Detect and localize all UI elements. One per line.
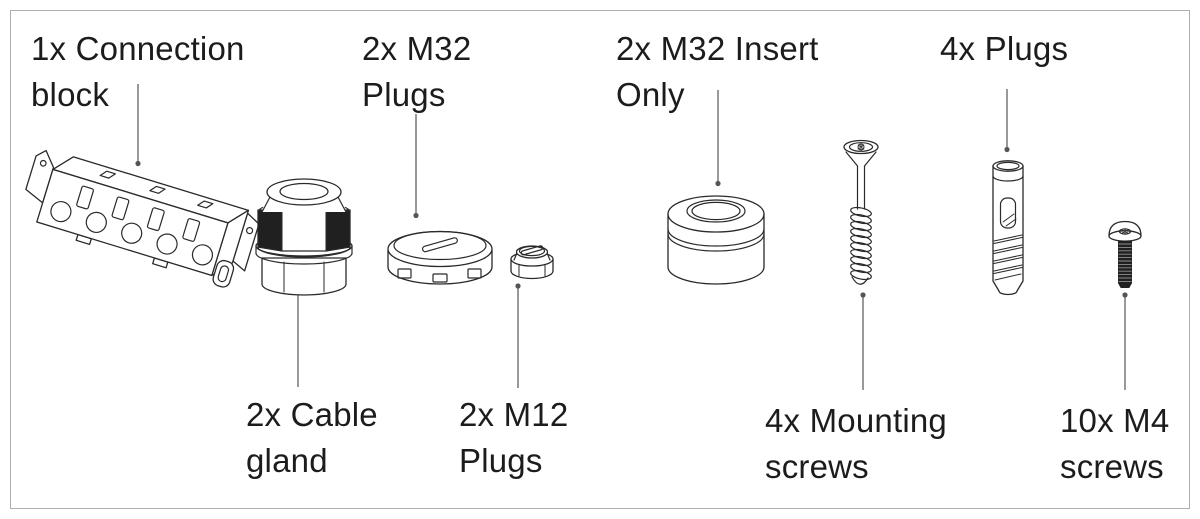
label-line: block [31,76,110,113]
label-line: 4x Mounting [765,402,947,439]
label-line: 2x Cable [246,396,378,433]
mounting-screw-drawing [843,139,879,285]
label-m32-insert-only: 2x M32 Insert Only [616,26,819,118]
label-line: Plugs [362,76,446,113]
label-line: 1x Connection [31,30,245,67]
label-m12-plugs: 2x M12 Plugs [459,392,568,484]
leader-m32-plugs [413,114,419,219]
m12-plug-drawing [510,245,554,280]
leader-cable-gland [295,280,301,387]
label-cable-gland: 2x Cable gland [246,392,378,484]
label-line: 2x M12 [459,396,569,433]
leader-m4-screws [1122,292,1128,390]
label-line: 10x M4 [1060,402,1170,439]
label-mounting-screws: 4x Mounting screws [765,398,947,490]
label-line: 2x M32 [362,30,472,67]
m32-insert-drawing [667,195,765,285]
label-line: Only [616,76,685,113]
leader-wall-plugs [1004,89,1010,153]
m4-screw-drawing [1108,220,1142,288]
label-line: screws [1060,448,1164,485]
cable-gland-drawing [255,178,353,296]
label-connection-block: 1x Connection block [31,26,245,118]
label-line: 2x M32 Insert [616,30,819,67]
m32-plug-drawing [387,230,493,285]
connection-block-drawing [25,149,260,288]
label-line: screws [765,448,869,485]
leader-mounting-screws [860,292,866,390]
label-line: Plugs [459,442,543,479]
wall-plug-drawing [992,160,1024,296]
leader-m12-plugs [515,283,521,388]
label-m4-screws: 10x M4 screws [1060,398,1169,490]
label-line: gland [246,442,328,479]
leader-connection-block [135,84,141,167]
leader-m32-insert [715,90,721,187]
label-m32-plugs: 2x M32 Plugs [362,26,471,118]
label-wall-plugs: 4x Plugs [940,26,1068,72]
label-line: 4x Plugs [940,30,1069,67]
